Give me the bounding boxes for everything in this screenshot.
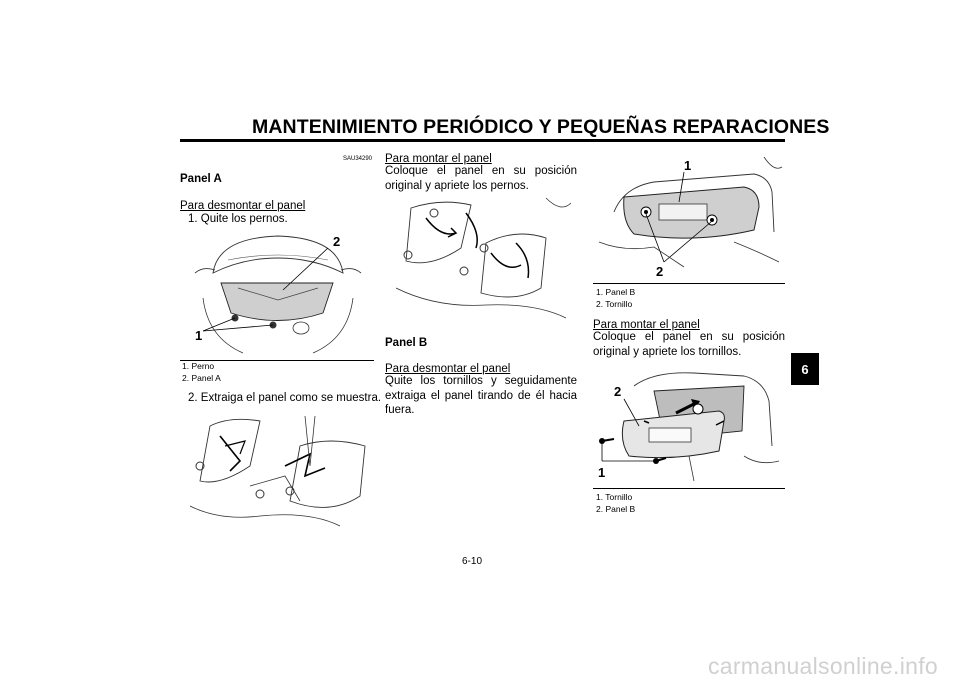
figure-panel-b-install: 2 1 xyxy=(594,361,784,483)
callout-2: 2 xyxy=(614,384,621,399)
callout-1: 1 xyxy=(598,465,605,480)
subheading-install-panel-a: Para montar el panel xyxy=(385,153,492,165)
subheading-install-panel-b: Para montar el panel xyxy=(593,319,700,331)
title-rule xyxy=(180,139,785,142)
callout-1: 1 xyxy=(684,158,691,173)
section-code: SAU34290 xyxy=(343,156,373,162)
legend-item: 1. Tornillo xyxy=(596,492,633,502)
remove-panel-b-text: Quite los tornillos y seguidamente extra… xyxy=(385,375,577,416)
install-panel-a-text: Coloque el panel en su posición original… xyxy=(385,165,577,192)
callout-2: 2 xyxy=(333,234,340,249)
install-panel-b-text: Coloque el panel en su posición original… xyxy=(593,331,785,358)
step-2-text: 2. Extraiga el panel como se muestra. xyxy=(188,392,382,404)
watermark: carmanualsonline.info xyxy=(707,653,938,679)
legend-item: 1. Panel B xyxy=(596,287,636,297)
legend-rule xyxy=(593,488,785,489)
subheading-remove-panel-a: Para desmontar el panel xyxy=(180,200,306,212)
legend-rule xyxy=(180,360,374,361)
figure-panel-a-bolts: 1 2 xyxy=(183,228,373,358)
callout-1: 1 xyxy=(195,328,202,343)
page-title: MANTENIMIENTO PERIÓDICO Y PEQUEÑAS REPAR… xyxy=(252,116,830,138)
legend-item: 2. Panel A xyxy=(182,373,221,383)
figure-panel-b-screws: 1 2 xyxy=(594,152,784,282)
legend-rule xyxy=(593,283,785,284)
figure-panel-a-install xyxy=(396,193,578,321)
legend-item: 2. Panel B xyxy=(596,504,636,514)
legend-item: 1. Perno xyxy=(182,361,215,371)
callout-2: 2 xyxy=(656,264,663,279)
step-1-text: 1. Quite los pernos. xyxy=(188,213,288,225)
page-number: 6-10 xyxy=(462,556,483,567)
figure-panel-a-removal xyxy=(190,406,375,534)
chapter-tab: 6 xyxy=(791,353,819,385)
legend-item: 2. Tornillo xyxy=(596,299,633,309)
heading-panel-a: Panel A xyxy=(180,173,222,185)
heading-panel-b: Panel B xyxy=(385,337,428,349)
subheading-remove-panel-b: Para desmontar el panel xyxy=(385,363,511,375)
